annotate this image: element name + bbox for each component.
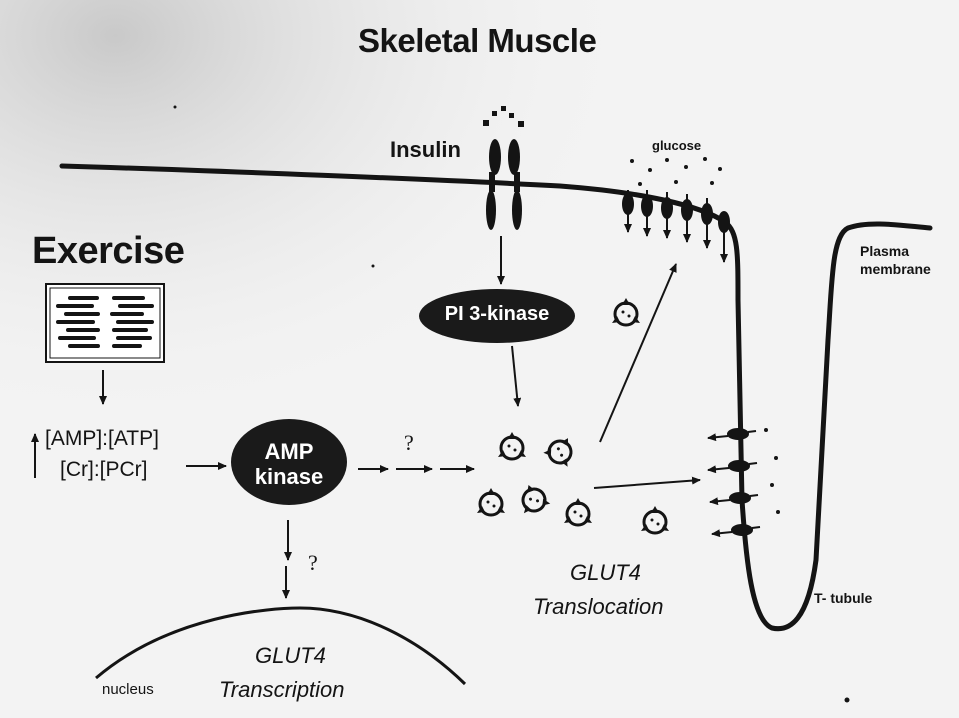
pathway-arrows [99, 236, 701, 599]
diagram-title: Skeletal Muscle [358, 22, 597, 59]
glut4-translocation-line2: Translocation [533, 594, 664, 619]
glut4-translocation-line1: GLUT4 [570, 560, 641, 585]
pi3-kinase-label: PI 3-kinase [444, 303, 550, 325]
pi3-kinase-node [419, 289, 575, 343]
nucleus-label: nucleus [102, 681, 154, 698]
insulin-receptor-icon [486, 139, 522, 230]
insulin-label: Insulin [390, 137, 461, 162]
nucleus-membrane [95, 606, 467, 686]
plasma-label-line1: Plasma [860, 243, 910, 259]
amp-kinase-node [231, 419, 347, 505]
amp-kinase-line1: AMP [264, 439, 314, 464]
glucose-molecules [630, 157, 780, 514]
cr-pcr-ratio-label: [Cr]:[PCr] [60, 458, 148, 481]
plasma-label-line2: membrane [860, 260, 931, 277]
scan-specks [173, 105, 850, 703]
arrow-translocation-right [593, 476, 701, 489]
plasma-membrane-label: Plasma membrane [860, 243, 931, 278]
glut4-transporter-ttubule [707, 428, 761, 538]
exercise-label: Exercise [32, 230, 185, 272]
arrow-pi3k-to-glut4 [511, 345, 522, 407]
muscle-fibre-icon [45, 283, 165, 363]
t-tubule-label: T- tubule [814, 590, 873, 606]
glut4-transporter-icon [622, 190, 730, 263]
glucose-label: glucose [652, 138, 702, 153]
glut4-transcription-line1: GLUT4 [255, 643, 326, 668]
amp-kinase-label: AMP kinase [232, 439, 346, 489]
glut4-transcription-line2: Transcription [219, 677, 345, 702]
arrow-translocation-up [599, 263, 677, 443]
amp-kinase-line2: kinase [254, 463, 324, 489]
amp-atp-ratio-label: [AMP]:[ATP] [45, 427, 159, 450]
question-mark-translocation: ? [404, 430, 414, 455]
insulin-molecules [483, 106, 524, 127]
question-mark-transcription: ? [308, 550, 318, 575]
